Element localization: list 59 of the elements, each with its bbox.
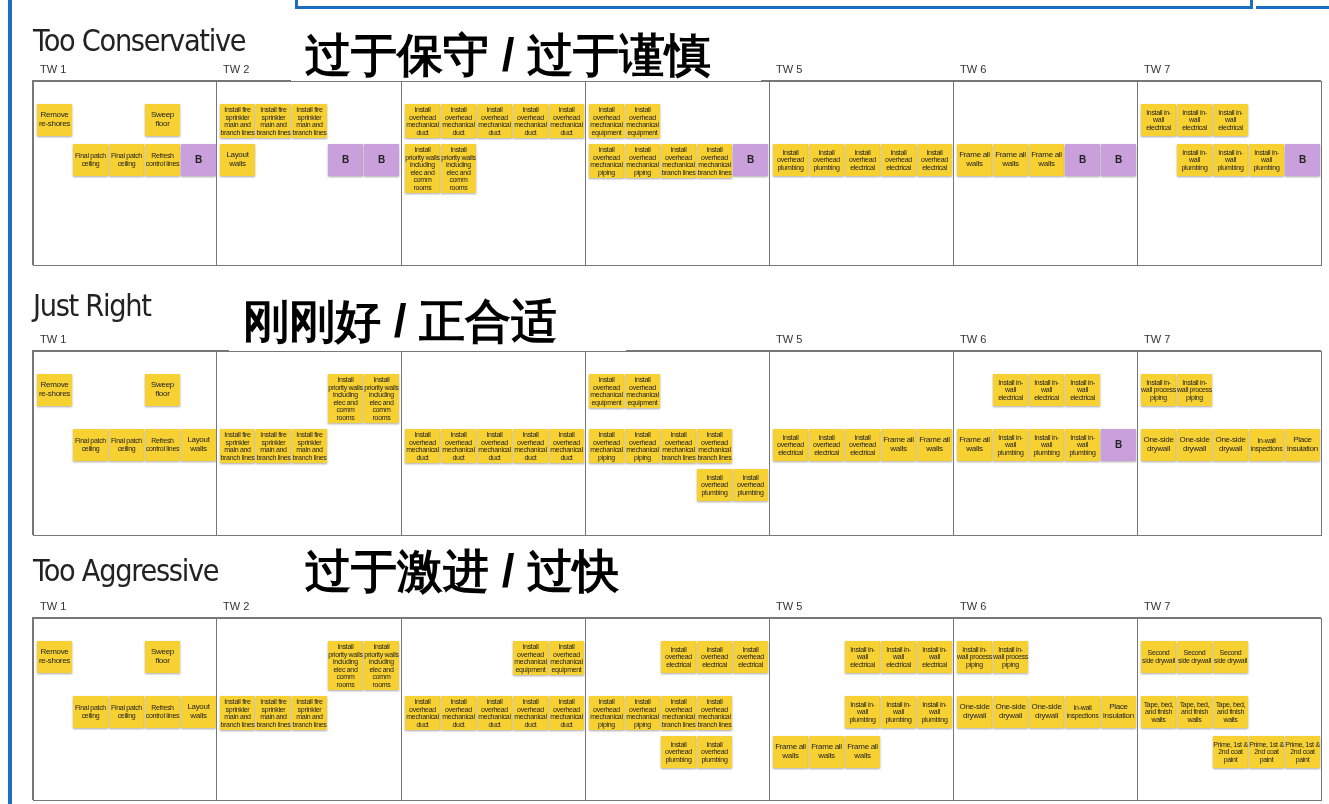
sticky-note: Layout walls	[181, 696, 216, 728]
sticky-note: One-side drywall	[1141, 429, 1176, 461]
sticky-note: One-side drywall	[1029, 696, 1064, 728]
column-heading: TW 5	[776, 600, 803, 612]
sticky-note: One-side drywall	[1213, 429, 1248, 461]
sticky-note: Frame all walls	[957, 144, 992, 176]
column-heading: TW 7	[1144, 63, 1171, 75]
column-heading: TW 6	[960, 63, 987, 75]
sticky-note: Sweep floor	[145, 104, 180, 136]
column-heading: TW 6	[960, 333, 987, 345]
sticky-note: Frame all walls	[809, 736, 844, 768]
sticky-note: Sweep floor	[145, 641, 180, 673]
sticky-note: Remove re-shores	[37, 374, 72, 406]
sticky-note: Frame all walls	[773, 736, 808, 768]
sticky-note: Frame all walls	[881, 429, 916, 461]
sticky-note: Frame all walls	[917, 429, 952, 461]
week-column	[585, 81, 770, 266]
column-heading: TW 1	[40, 63, 67, 75]
board-title: Too Conservative	[33, 21, 246, 59]
column-heading: TW 2	[223, 63, 250, 75]
sticky-note: One-side drywall	[1177, 429, 1212, 461]
column-heading: TW 7	[1144, 333, 1171, 345]
sticky-note: B	[1285, 144, 1320, 176]
column-heading: TW 2	[223, 600, 250, 612]
sticky-note: B	[364, 144, 399, 176]
sticky-note: Sweep floor	[145, 374, 180, 406]
sticky-note: B	[1065, 144, 1100, 176]
sticky-note: Frame all walls	[993, 144, 1028, 176]
column-heading: TW 5	[776, 63, 803, 75]
sticky-note: Place insulation	[1285, 429, 1320, 461]
sticky-note: One-side drywall	[957, 696, 992, 728]
sticky-note: B	[1101, 429, 1136, 461]
sticky-note: B	[328, 144, 363, 176]
sticky-note: Remove re-shores	[37, 104, 72, 136]
sticky-note: Frame all walls	[1029, 144, 1064, 176]
sticky-note: Layout walls	[220, 144, 255, 176]
board-title: Too Aggressive	[33, 551, 219, 589]
translated-title: 过于保守 / 过于谨慎	[291, 29, 761, 81]
column-heading: TW 6	[960, 600, 987, 612]
column-heading: TW 5	[776, 333, 803, 345]
board-title: Just Right	[33, 286, 151, 324]
sticky-note: Frame all walls	[957, 429, 992, 461]
sticky-note: B	[733, 144, 768, 176]
week-column	[585, 351, 770, 536]
sticky-note: Frame all walls	[845, 736, 880, 768]
sticky-note: Layout walls	[181, 429, 216, 461]
sticky-note: Remove re-shores	[37, 641, 72, 673]
sticky-note: One-side drywall	[993, 696, 1028, 728]
week-column	[401, 618, 586, 801]
sticky-note: Place insulation	[1101, 696, 1136, 728]
sticky-note: B	[1101, 144, 1136, 176]
column-heading: TW 1	[40, 333, 67, 345]
week-column	[401, 81, 586, 266]
week-column	[216, 351, 402, 536]
week-column	[401, 351, 586, 536]
week-column	[585, 618, 770, 801]
column-heading: TW 1	[40, 600, 67, 612]
column-heading: TW 7	[1144, 600, 1171, 612]
sticky-note: B	[181, 144, 216, 176]
